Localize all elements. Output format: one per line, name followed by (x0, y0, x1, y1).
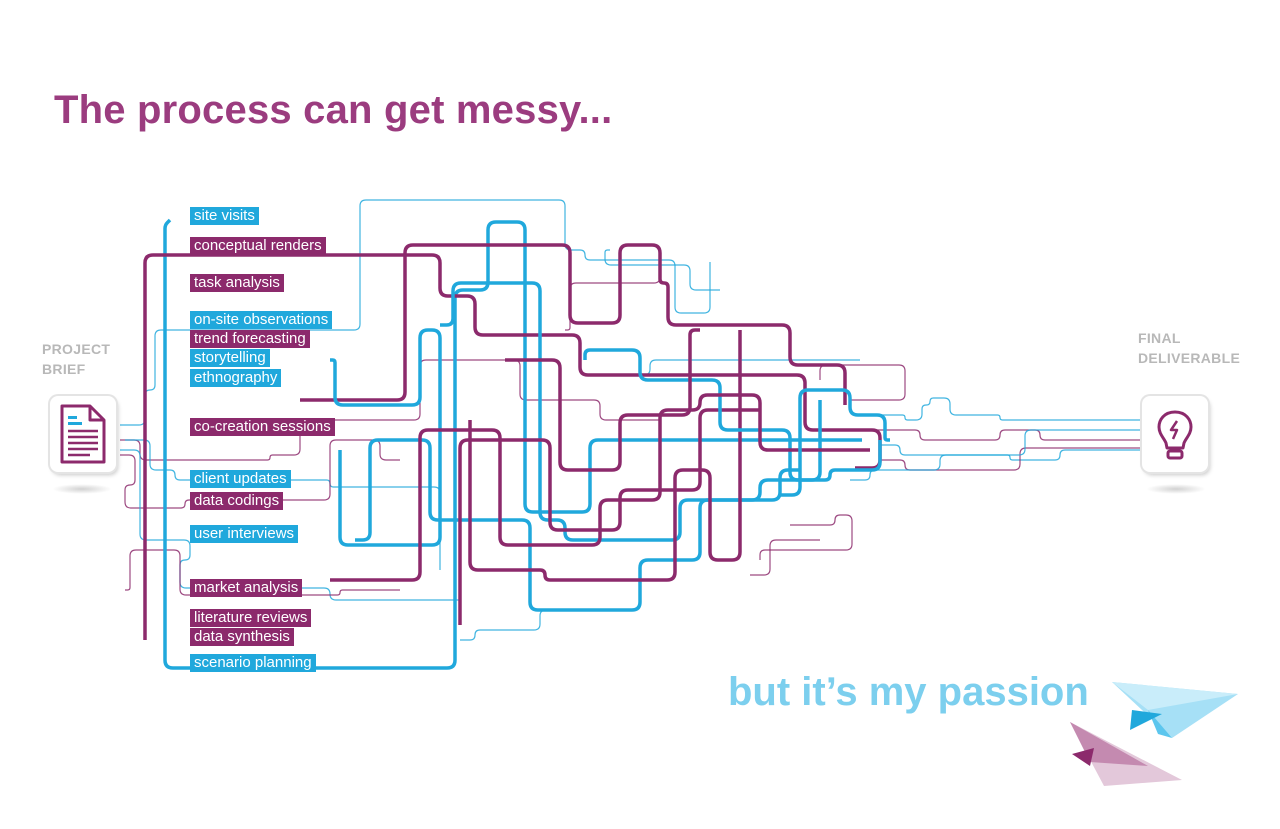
end-box-shadow (1146, 484, 1206, 494)
tag-task-analysis: task analysis (190, 274, 284, 292)
process-line-thick (355, 438, 800, 612)
tag-storytelling: storytelling (190, 349, 270, 367)
process-line-thick (143, 253, 882, 640)
process-line-thick (163, 218, 862, 670)
process-line-thick (458, 408, 760, 625)
process-line-thin (120, 199, 711, 426)
tag-on-site-observations: on-site observations (190, 311, 333, 329)
start-box-shadow (52, 484, 112, 494)
process-line-thin (860, 429, 1142, 441)
tag-user-interviews: user interviews (190, 525, 299, 543)
process-line-thick (300, 243, 847, 405)
tag-client-updates: client updates (190, 470, 291, 488)
final-deliverable-label: FINAL DELIVERABLE (1138, 328, 1240, 368)
process-line-thin (125, 439, 441, 570)
final-deliverable-box (1142, 396, 1208, 472)
tag-ethnography: ethnography (190, 369, 282, 387)
page-title: The process can get messy... (54, 88, 613, 132)
process-line-thin (880, 444, 1142, 461)
process-line-thin (604, 249, 720, 291)
process-line-thin (850, 429, 1142, 481)
document-icon (60, 404, 106, 464)
tag-co-creation-sessions: co-creation sessions (190, 418, 335, 436)
final-deliverable-label-line1: FINAL (1138, 330, 1181, 346)
process-line-thin (750, 539, 820, 576)
tag-market-analysis: market analysis (190, 579, 303, 597)
tag-literature-reviews: literature reviews (190, 609, 312, 627)
process-line-thick (505, 328, 700, 472)
process-line-thin (460, 609, 590, 641)
tag-data-codings: data codings (190, 492, 284, 510)
project-brief-label-line1: PROJECT (42, 341, 111, 357)
process-line-thin (880, 397, 1142, 421)
process-line-thick (780, 388, 890, 497)
process-line-thick (468, 330, 742, 582)
process-line-thick (440, 281, 822, 542)
tagline: but it’s my passion (728, 670, 1089, 714)
process-line-thick (330, 393, 870, 582)
tag-conceptual-renders: conceptual renders (190, 237, 326, 255)
tag-data-synthesis: data synthesis (190, 628, 294, 646)
process-line-thin (819, 364, 906, 401)
process-line-thin (565, 260, 661, 331)
project-brief-label-line2: BRIEF (42, 361, 86, 377)
tag-site-visits: site visits (190, 207, 259, 225)
process-line-thick (330, 328, 442, 547)
lightbulb-icon (1157, 410, 1193, 460)
project-brief-label: PROJECT BRIEF (42, 339, 110, 379)
final-deliverable-label-line2: DELIVERABLE (1138, 350, 1241, 366)
tag-scenario-planning: scenario planning (190, 654, 316, 672)
process-line-thin (759, 514, 853, 560)
tag-trend-forecasting: trend forecasting (190, 330, 310, 348)
paper-plane-icon (1070, 682, 1238, 786)
process-line-thin (880, 447, 1142, 471)
process-line-thin (125, 549, 400, 596)
process-line-thick (583, 348, 882, 482)
process-line-thin (120, 449, 460, 601)
project-brief-box (50, 396, 116, 472)
